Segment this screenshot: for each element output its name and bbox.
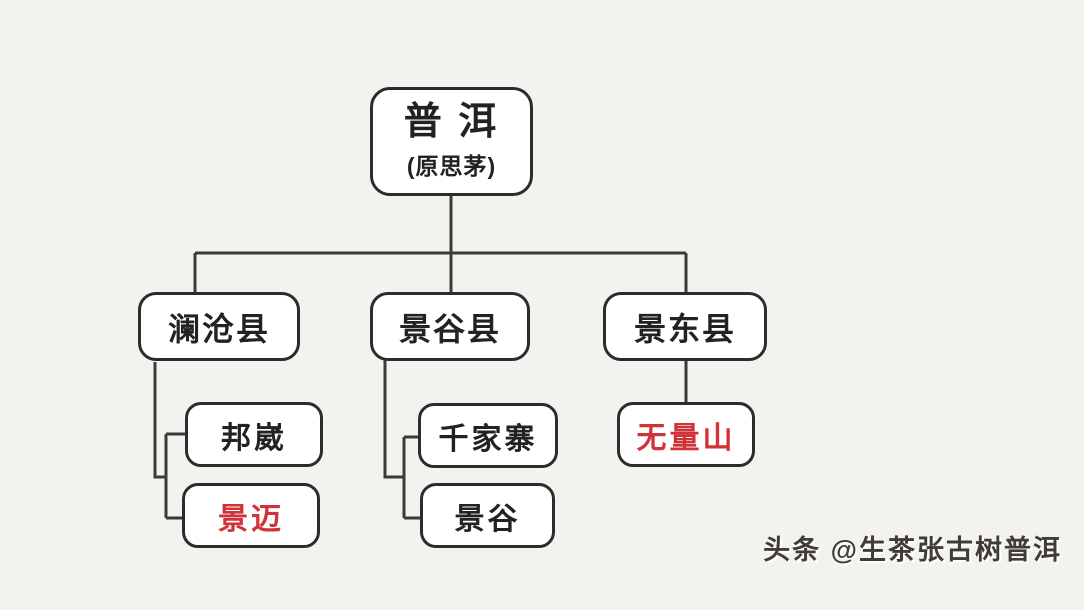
node-puer-subtitle: (原思茅) [406,152,497,179]
node-bangwai-label: 邦崴 [221,421,287,455]
node-qianjiazhai-label: 千家寨 [438,422,538,456]
node-jingmai: 景迈 [182,483,320,548]
node-jingdong-county: 景东县 [603,292,767,361]
node-lancang-county-label: 澜沧县 [167,310,270,347]
node-puer-title: 普 洱 [403,101,500,144]
node-lancang-county: 澜沧县 [138,292,300,361]
node-jinggu-village: 景谷 [420,483,555,548]
node-jinggu-county-label: 景谷县 [398,310,501,347]
node-wuliangshan-label: 无量山 [636,421,736,455]
node-bangwai: 邦崴 [185,402,323,467]
node-jinggu-village-label: 景谷 [454,502,521,536]
watermark: 头条 @生茶张古树普洱 [725,497,1062,598]
node-wuliangshan: 无量山 [617,402,755,467]
node-puer: 普 洱 (原思茅) [370,87,533,196]
node-jinggu-county: 景谷县 [370,292,530,361]
node-qianjiazhai: 千家寨 [418,403,558,468]
node-jingdong-county-label: 景东县 [633,310,736,347]
watermark-text: 头条 @生茶张古树普洱 [763,535,1062,565]
node-jingmai-label: 景迈 [218,502,284,536]
